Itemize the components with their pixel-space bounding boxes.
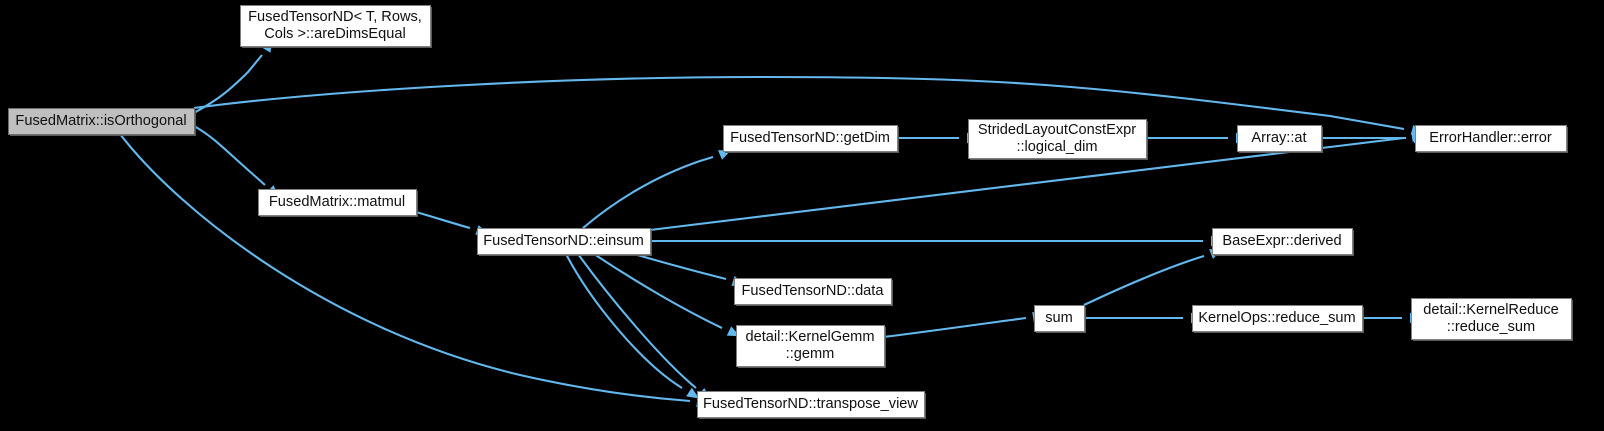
node-label: FusedTensorND::transpose_view <box>703 396 918 412</box>
edge-einsum-to-derived <box>650 235 1223 247</box>
node-label: detail::KernelReduce::reduce_sum <box>1423 302 1558 335</box>
node-box[interactable] <box>1237 125 1322 152</box>
node-einsum[interactable]: FusedTensorND::einsum <box>477 228 653 257</box>
node-box[interactable] <box>736 325 885 367</box>
node-data[interactable]: FusedTensorND::data <box>734 278 894 307</box>
edge-isOrthogonal-to-areDimsEqual <box>193 39 273 114</box>
edge-einsum-to-transpose_view <box>577 253 711 400</box>
node-label: FusedMatrix::isOrthogonal <box>15 113 186 129</box>
node-sum[interactable]: sum <box>1034 305 1087 334</box>
node-label: BaseExpr::derived <box>1222 233 1341 249</box>
edge-einsum-to-data <box>633 252 745 286</box>
node-label: StridedLayoutConstExpr::logical_dim <box>978 122 1136 155</box>
edge-getDim-to-logical_dim <box>897 132 979 144</box>
node-array_at[interactable]: Array::at <box>1237 125 1324 154</box>
node-error[interactable]: ErrorHandler::error <box>1415 125 1569 154</box>
node-transpose_view[interactable]: FusedTensorND::transpose_view <box>697 391 927 420</box>
node-label: FusedTensorND::getDim <box>730 130 890 146</box>
node-label: Array::at <box>1251 130 1306 146</box>
node-isOrthogonal[interactable]: FusedMatrix::isOrthogonal <box>8 108 197 137</box>
edge-einsum-to-getDim <box>582 150 732 229</box>
node-label: FusedTensorND::data <box>742 283 885 299</box>
node-box[interactable] <box>697 391 925 418</box>
node-box[interactable] <box>1415 125 1567 152</box>
node-getDim[interactable]: FusedTensorND::getDim <box>723 125 900 154</box>
node-box[interactable] <box>734 278 892 305</box>
arrowhead-icon <box>686 387 700 399</box>
edge-einsum-to-transpose_view2 <box>565 253 700 399</box>
edge-gemm-to-sum <box>883 311 1045 339</box>
node-label: FusedTensorND::einsum <box>483 233 644 249</box>
node-kernel_reduce[interactable]: detail::KernelReduce::reduce_sum <box>1411 298 1574 342</box>
node-box[interactable] <box>723 125 898 152</box>
edge-sum-to-derived <box>1083 249 1223 306</box>
edge-sum-to-reduce_sum_ops <box>1084 312 1203 324</box>
node-reduce_sum_ops[interactable]: KernelOps::reduce_sum <box>1192 305 1365 334</box>
node-label: detail::KernelGemm::gemm <box>746 329 875 362</box>
node-box[interactable] <box>1411 298 1572 340</box>
node-areDimsEqual[interactable]: FusedTensorND< T, Rows,Cols >::areDimsEq… <box>240 5 433 49</box>
node-label: FusedTensorND< T, Rows,Cols >::areDimsEq… <box>248 9 422 42</box>
node-logical_dim[interactable]: StridedLayoutConstExpr::logical_dim <box>968 119 1149 161</box>
node-derived[interactable]: BaseExpr::derived <box>1212 228 1355 257</box>
node-box[interactable] <box>1034 305 1085 332</box>
edge-logical_dim-to-array_at <box>1146 132 1248 144</box>
node-label: FusedMatrix::matmul <box>269 194 405 210</box>
node-gemm[interactable]: detail::KernelGemm::gemm <box>736 325 887 369</box>
node-box[interactable] <box>8 108 195 135</box>
node-box[interactable] <box>477 228 651 255</box>
node-label: KernelOps::reduce_sum <box>1198 310 1355 326</box>
node-box[interactable] <box>258 189 417 216</box>
nodes-layer: FusedMatrix::isOrthogonal FusedTensorND< … <box>8 5 1574 420</box>
node-box[interactable] <box>240 5 431 47</box>
node-box[interactable] <box>1192 305 1363 332</box>
node-label: ErrorHandler::error <box>1429 130 1552 146</box>
node-box[interactable] <box>968 119 1147 159</box>
node-box[interactable] <box>1212 228 1353 255</box>
node-matmul[interactable]: FusedMatrix::matmul <box>258 189 419 218</box>
node-label: sum <box>1045 310 1073 326</box>
